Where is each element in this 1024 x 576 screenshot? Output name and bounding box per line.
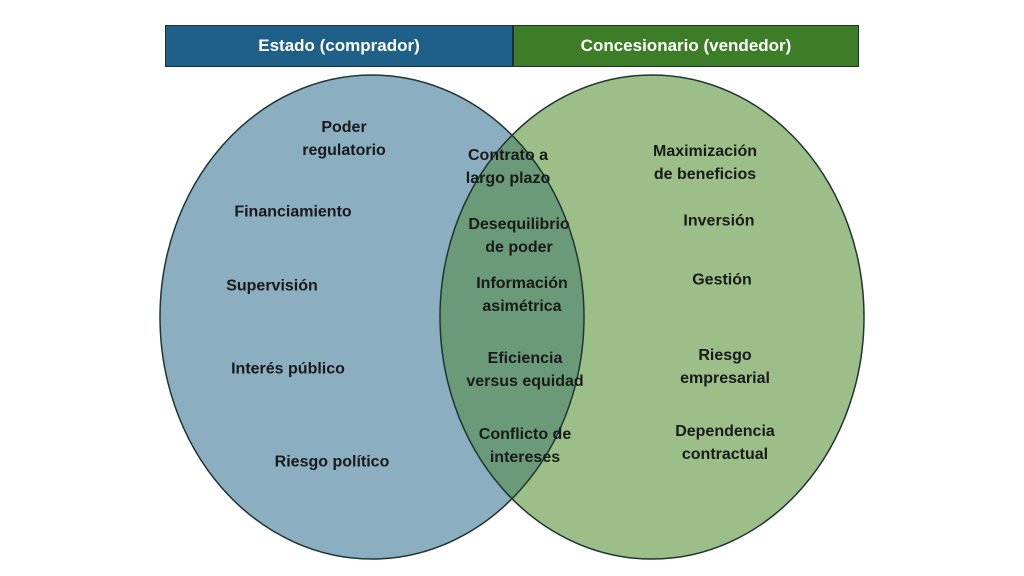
left-item-supervision: Supervisión [226, 277, 318, 295]
center-item-informacion-asimetrica: Información asimétrica [476, 275, 568, 315]
right-item-gestion: Gestión [692, 271, 752, 289]
left-circle-outline [159, 74, 585, 560]
header-right-label: Concesionario (vendedor) [580, 36, 792, 55]
header-left-label: Estado (comprador) [258, 36, 420, 55]
header-concesionario-vendedor: Concesionario (vendedor) [513, 25, 859, 67]
center-item-contrato-largo-plazo: Contrato a largo plazo [465, 147, 551, 187]
center-item-eficiencia-equidad: Eficiencia versus equidad [466, 350, 584, 390]
right-item-dependencia-contractual: Dependencia contractual [675, 423, 775, 463]
left-item-interes-publico: Interés público [231, 360, 345, 378]
header-estado-comprador: Estado (comprador) [165, 25, 513, 67]
right-circle-outline [439, 74, 865, 560]
right-item-maximizacion-beneficios: Maximización de beneficios [652, 143, 758, 183]
overlap-region [440, 75, 584, 559]
right-item-inversion: Inversión [683, 212, 755, 230]
left-item-financiamiento: Financiamiento [234, 203, 352, 221]
left-item-riesgo-politico: Riesgo político [274, 453, 390, 471]
right-item-riesgo-empresarial: Riesgo empresarial [680, 347, 770, 387]
center-item-desequilibrio-poder: Desequilibrio de poder [468, 216, 570, 256]
left-item-poder-regulatorio: Poder regulatorio [302, 119, 386, 159]
center-item-conflicto-intereses: Conflicto de intereses [478, 426, 572, 466]
